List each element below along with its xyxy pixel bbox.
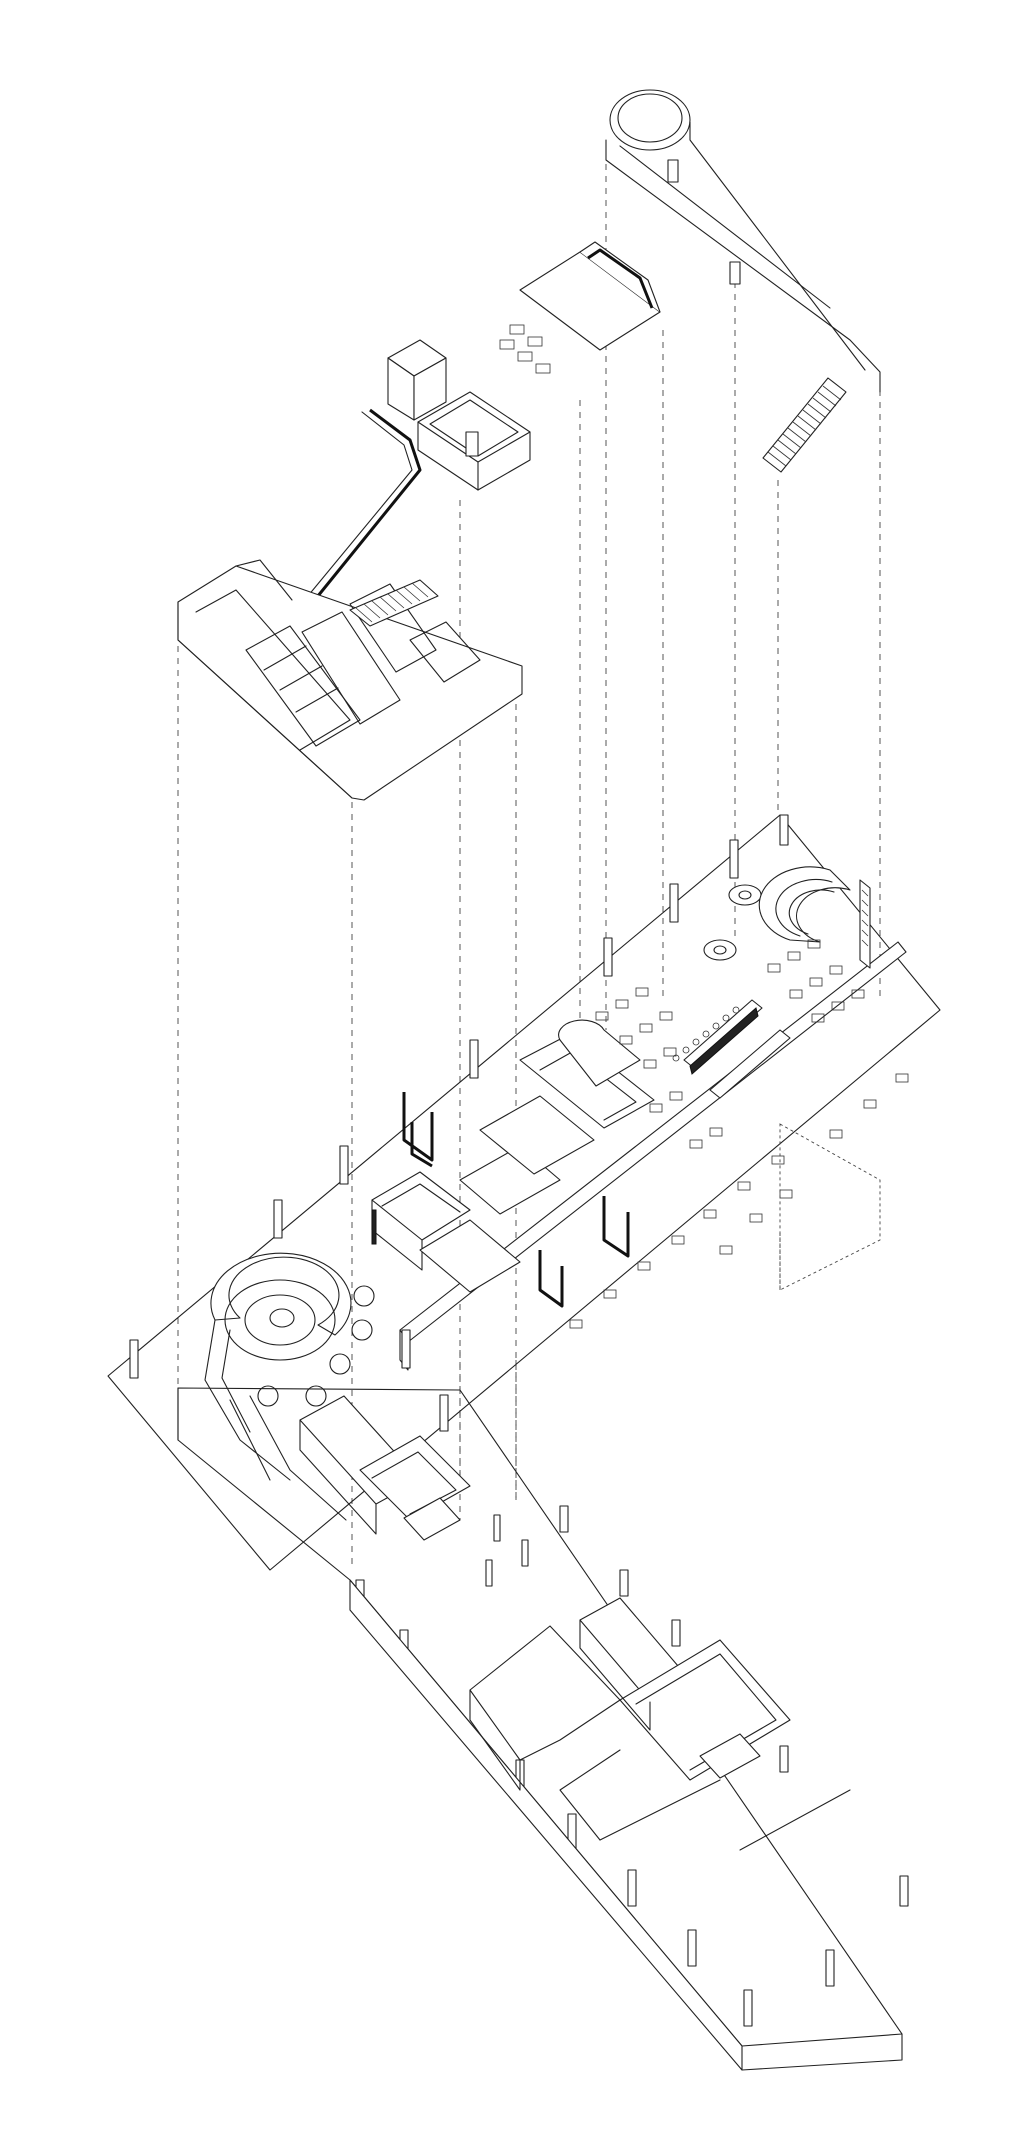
door-frames bbox=[402, 1092, 630, 1308]
terrace-tables bbox=[569, 1073, 909, 1329]
stair-flight bbox=[762, 377, 847, 473]
round-tables bbox=[257, 1285, 375, 1407]
upper-pavilion bbox=[297, 241, 661, 613]
projection-lines bbox=[177, 140, 881, 1570]
upper-wing bbox=[177, 559, 523, 801]
planned-area-outline bbox=[779, 1123, 881, 1291]
ground-level bbox=[177, 1387, 909, 2071]
upper-wing-rooms bbox=[245, 583, 481, 747]
round-planters bbox=[703, 866, 871, 969]
pavilion-desks bbox=[499, 324, 551, 374]
ground-rooms bbox=[229, 1395, 471, 1541]
courtyard-block bbox=[469, 1597, 851, 1851]
circular-bar bbox=[204, 1252, 352, 1481]
slab-columns bbox=[129, 814, 789, 1379]
upper-level bbox=[177, 89, 881, 801]
bar-counter bbox=[672, 999, 791, 1099]
central-rooms bbox=[371, 1019, 655, 1293]
stair-tower bbox=[605, 89, 881, 393]
dining-tables bbox=[595, 939, 865, 1149]
middle-level bbox=[107, 814, 941, 1571]
